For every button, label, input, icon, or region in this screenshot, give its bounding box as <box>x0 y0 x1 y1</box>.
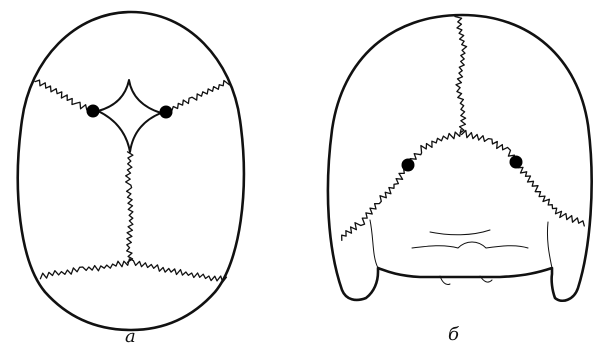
landmark-point-right <box>160 106 173 119</box>
coronal-suture-right <box>167 81 229 114</box>
skull-top-view <box>18 12 244 330</box>
skull-back-outline <box>328 15 592 301</box>
landmark-point-left <box>87 105 100 118</box>
caption-b: б <box>448 326 459 344</box>
caption-a: а <box>125 328 136 346</box>
sagittal-suture <box>126 152 133 262</box>
mastoid-contour-right <box>547 222 552 268</box>
occipital-line-middle <box>412 242 528 248</box>
occipital-line-upper <box>430 230 490 235</box>
skull-back-view <box>328 15 592 301</box>
lambdoid-suture-left <box>342 130 461 241</box>
landmark-point-left <box>402 159 415 172</box>
anterior-fontanelle <box>98 80 161 152</box>
sagittal-suture <box>455 17 467 133</box>
landmark-point-right <box>510 156 523 169</box>
lambdoid-suture <box>40 259 226 282</box>
mastoid-contour-left <box>370 220 378 268</box>
coronal-suture-left <box>35 80 92 113</box>
lambdoid-suture-right <box>462 131 585 226</box>
skull-top-outline <box>18 12 244 330</box>
